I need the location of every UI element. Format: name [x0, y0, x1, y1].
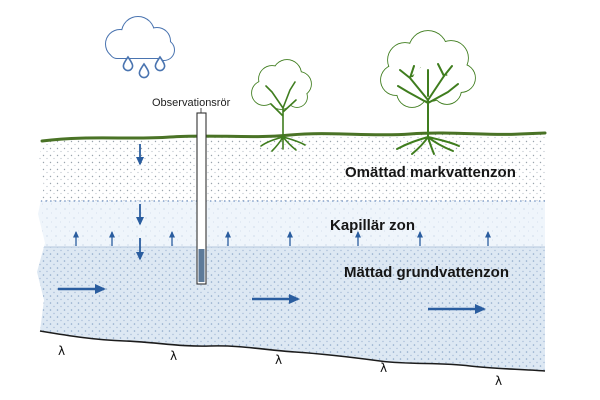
underground-zones — [37, 133, 545, 371]
unsaturated-zone-texture — [37, 133, 545, 201]
observation-pipe-label: Observationsrör — [152, 97, 231, 109]
lambda-symbol: λ — [170, 349, 177, 363]
small-tree-icon — [251, 59, 312, 152]
zone-label-saturated: Mättad grundvattenzon — [344, 264, 509, 281]
groundwater-flow-arrows — [58, 284, 486, 314]
lambda-symbol: λ — [495, 374, 502, 388]
large-tree-icon — [380, 30, 476, 155]
zone-label-unsaturated: Omättad markvattenzon — [345, 164, 516, 181]
lambda-symbol: λ — [58, 344, 65, 358]
observation-pipe-casing — [196, 112, 207, 285]
observation-pipe — [196, 108, 207, 285]
rain-cloud-icon — [105, 16, 175, 79]
lower-boundary-line — [39, 330, 546, 372]
observation-pipe-screen — [198, 249, 205, 282]
raindrop-icon — [122, 56, 134, 72]
ground-surface-line — [40, 131, 547, 143]
lambda-symbol: λ — [380, 361, 387, 375]
raindrop-icon — [138, 63, 150, 79]
capillary-zone-texture — [37, 201, 545, 247]
zone-label-capillary: Kapillär zon — [330, 217, 415, 234]
lambda-symbol: λ — [275, 353, 282, 367]
capillary-rise-arrows — [73, 231, 491, 246]
